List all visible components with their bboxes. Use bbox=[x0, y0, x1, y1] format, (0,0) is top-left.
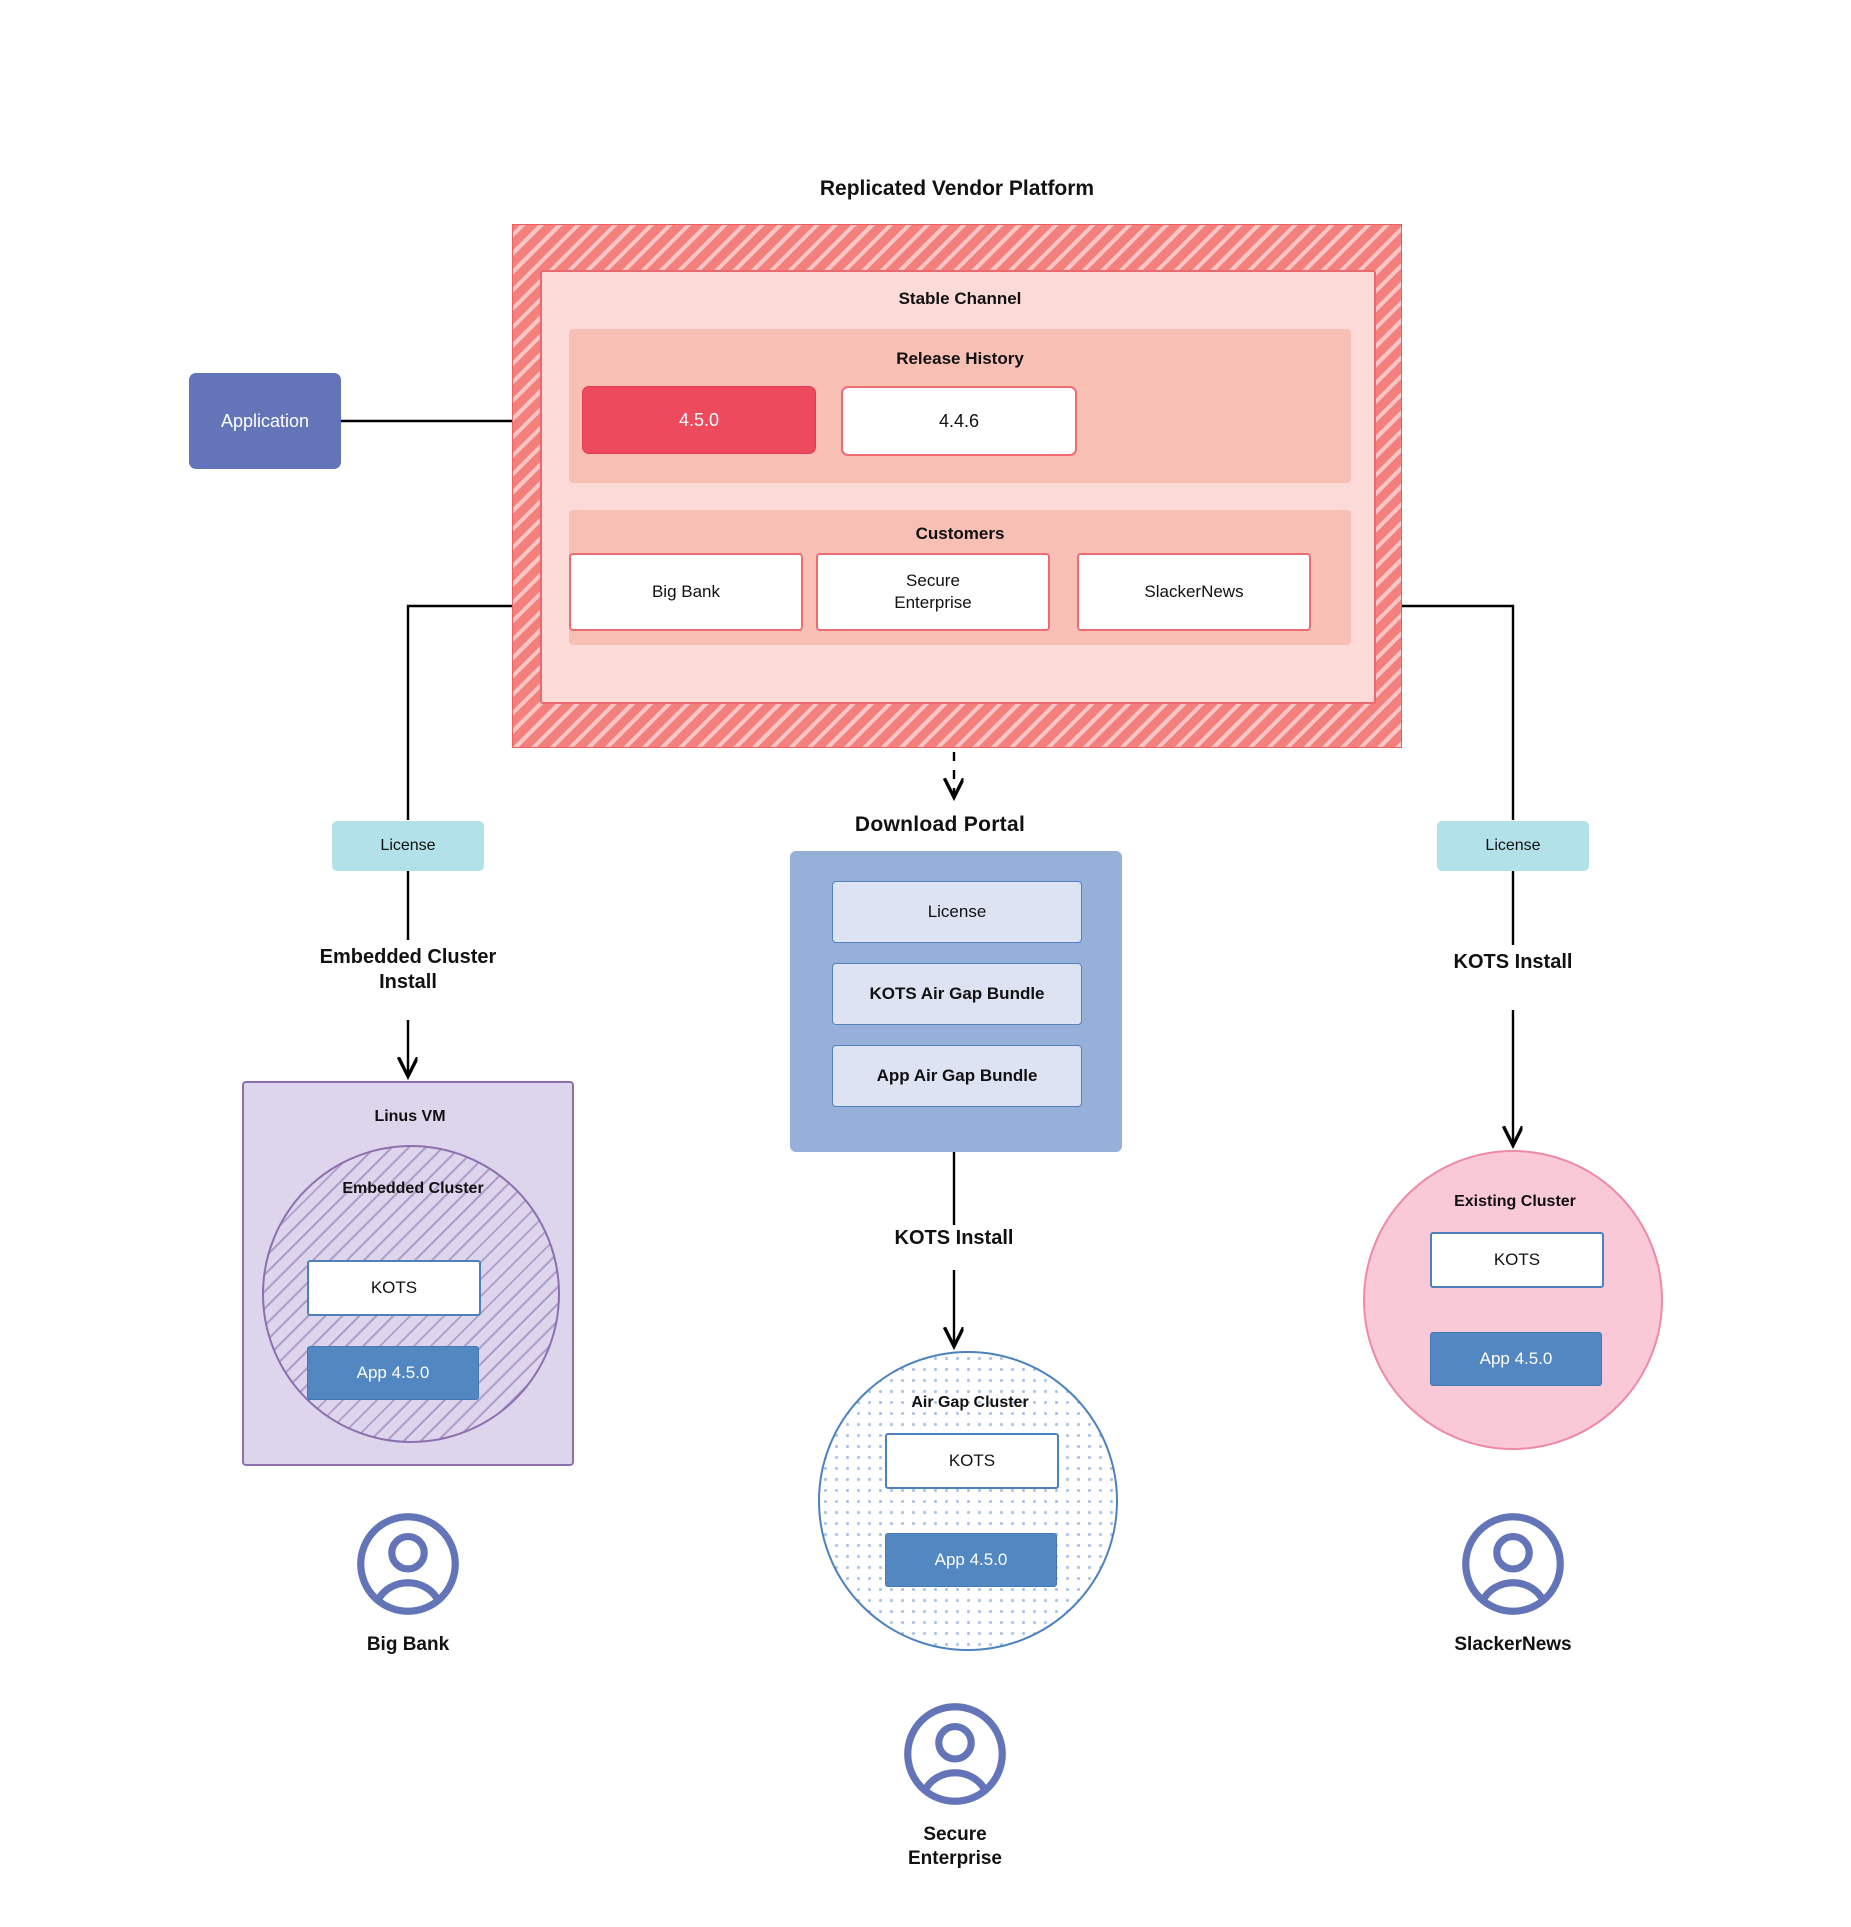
portal-item-app-air-gap-bundle[interactable]: App Air Gap Bundle bbox=[832, 1045, 1082, 1107]
persona-slackernews: SlackerNews bbox=[1403, 1510, 1623, 1657]
air-gap-cluster-circle: Air Gap Cluster KOTS App 4.5.0 bbox=[818, 1351, 1118, 1651]
license-chip-right[interactable]: License bbox=[1437, 821, 1589, 871]
persona-secure-enterprise: Secure Enterprise bbox=[845, 1700, 1065, 1871]
customers-title: Customers bbox=[915, 524, 1005, 543]
persona-label-big-bank: Big Bank bbox=[366, 1634, 450, 1655]
vendor-platform-container: Stable Channel Release History 4.5.0 4.4… bbox=[512, 224, 1402, 748]
customer-secure-enterprise[interactable]: Secure Enterprise bbox=[816, 553, 1050, 631]
flow-label-kots-install-middle: KOTS Install bbox=[894, 1227, 1014, 1249]
download-portal-title: Download Portal bbox=[854, 813, 1026, 836]
linux-vm-container: Linus VM Embedded Cluster KOTS App 4.5.0 bbox=[242, 1081, 574, 1466]
embedded-cluster-title: Embedded Cluster bbox=[342, 1180, 484, 1197]
person-icon bbox=[357, 1513, 459, 1615]
release-history-title: Release History bbox=[896, 349, 1024, 368]
customers-container: Customers Big Bank Secure Enterprise Sla… bbox=[569, 510, 1351, 645]
person-icon bbox=[1462, 1513, 1564, 1615]
kots-box-middle[interactable]: KOTS bbox=[885, 1433, 1059, 1489]
page-title: Replicated Vendor Platform bbox=[819, 177, 1095, 200]
download-portal-container: License KOTS Air Gap Bundle App Air Gap … bbox=[790, 851, 1122, 1152]
existing-cluster-circle: Existing Cluster KOTS App 4.5.0 bbox=[1363, 1150, 1663, 1450]
app-box-left[interactable]: App 4.5.0 bbox=[307, 1346, 479, 1400]
flow-label-embedded-cluster-install: Embedded Cluster Install bbox=[319, 946, 497, 993]
kots-box-left[interactable]: KOTS bbox=[307, 1260, 481, 1316]
release-history-container: Release History 4.5.0 4.4.6 bbox=[569, 329, 1351, 483]
air-gap-cluster-title: Air Gap Cluster bbox=[911, 1394, 1029, 1411]
stable-channel-container: Stable Channel Release History 4.5.0 4.4… bbox=[540, 270, 1376, 704]
kots-box-right[interactable]: KOTS bbox=[1430, 1232, 1604, 1288]
flow-label-kots-install-right: KOTS Install bbox=[1453, 951, 1573, 973]
linux-vm-title: Linus VM bbox=[374, 1108, 446, 1125]
persona-label-secure-enterprise: Secure Enterprise bbox=[908, 1824, 1002, 1869]
portal-item-license[interactable]: License bbox=[832, 881, 1082, 943]
release-item-current[interactable]: 4.5.0 bbox=[582, 386, 816, 454]
stable-channel-title: Stable Channel bbox=[898, 289, 1022, 308]
app-box-right[interactable]: App 4.5.0 bbox=[1430, 1332, 1602, 1386]
application-box[interactable]: Application bbox=[189, 373, 341, 469]
release-item-previous[interactable]: 4.4.6 bbox=[841, 386, 1077, 456]
application-label: Application bbox=[220, 410, 310, 431]
customer-big-bank[interactable]: Big Bank bbox=[569, 553, 803, 631]
license-chip-left[interactable]: License bbox=[332, 821, 484, 871]
existing-cluster-title: Existing Cluster bbox=[1454, 1193, 1576, 1210]
portal-item-kots-air-gap-bundle[interactable]: KOTS Air Gap Bundle bbox=[832, 963, 1082, 1025]
app-box-middle[interactable]: App 4.5.0 bbox=[885, 1533, 1057, 1587]
customer-slackernews[interactable]: SlackerNews bbox=[1077, 553, 1311, 631]
persona-label-slackernews: SlackerNews bbox=[1454, 1634, 1572, 1655]
persona-big-bank: Big Bank bbox=[298, 1510, 518, 1657]
person-icon bbox=[904, 1703, 1006, 1805]
